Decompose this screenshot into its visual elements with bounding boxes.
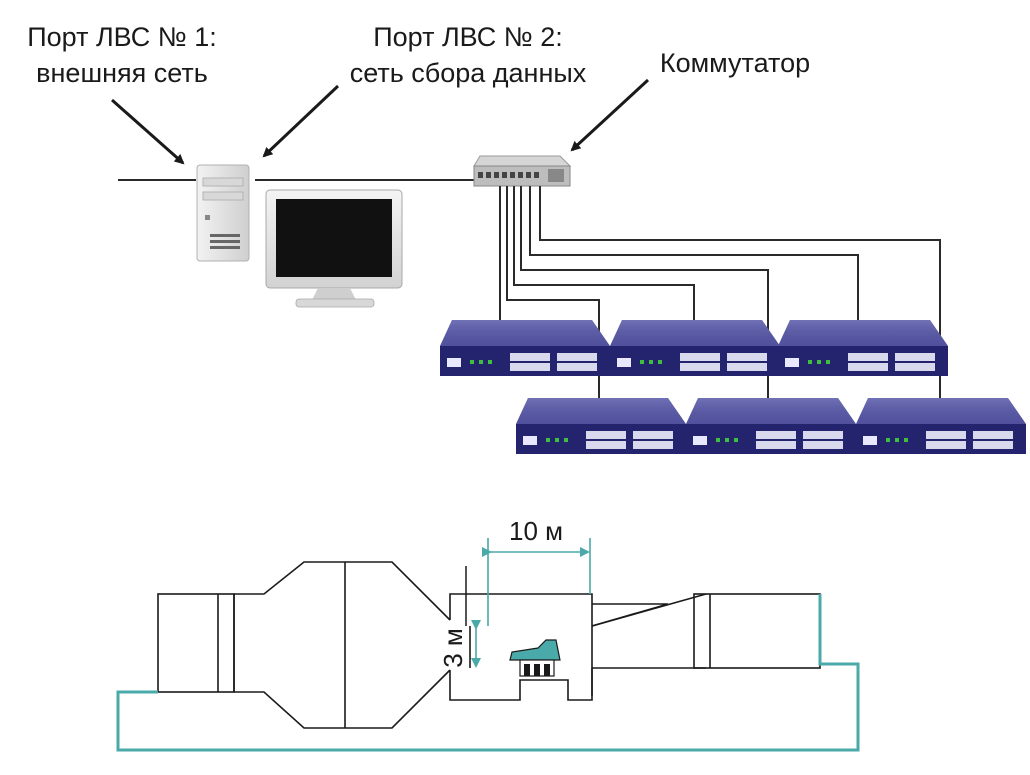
tunnel-return-outline [116,594,860,752]
daq-unit-icon [778,320,948,376]
dimension-width [482,538,591,626]
daq-unit-icon [440,320,610,376]
network-switch-icon [473,155,572,187]
port2-label-line2: сеть сбора данных [350,58,587,88]
monitor-icon [265,189,403,308]
daq-unit-icon [610,320,780,376]
dimension-width-label: 10 м [509,516,563,546]
car-icon [509,639,561,677]
dimension-height [465,566,481,668]
dimension-height-label: 3 м [438,628,468,668]
daq-unit-icon [686,398,856,454]
daq-unit-icon [516,398,686,454]
switch-label: Коммутатор [660,48,810,78]
switch-pointer-arrow [570,78,650,152]
tunnel-outline [157,561,821,729]
port1-label-line1: Порт ЛВС № 1: [27,22,217,52]
daq-unit-icon [856,398,1026,454]
pc-tower-icon [196,164,250,262]
port1-pointer-arrow [111,98,185,165]
port1-label-line2: внешняя сеть [36,58,208,88]
port2-pointer-arrow [262,84,340,158]
port2-label-line1: Порт ЛВС № 2: [373,22,563,52]
